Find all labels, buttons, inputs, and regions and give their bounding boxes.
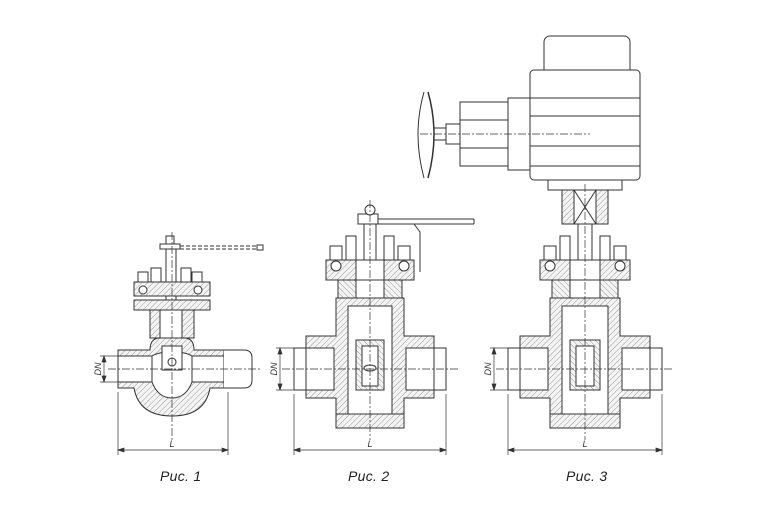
figure-caption-3: Рис. 3: [566, 468, 608, 484]
dimension-lines-1: [100, 354, 230, 455]
dim-diameter-label-2: DN: [269, 362, 279, 375]
dim-length-label-3: L: [582, 439, 587, 449]
handle-lever-2: [357, 204, 475, 272]
dim-diameter-label-1: DN: [93, 362, 103, 375]
dim-length-label-2: L: [367, 439, 372, 449]
dimension-lines-3: [490, 346, 664, 455]
figure-caption-1: Рис. 1: [160, 468, 202, 484]
dimension-lines-2: [276, 346, 448, 455]
valve-figure-3: [417, 35, 674, 455]
electric-actuator: [417, 35, 641, 191]
valve-figure-2: [276, 200, 475, 455]
valve-body-1: [117, 337, 225, 417]
dim-length-label-1: L: [169, 439, 174, 449]
handle-lever-1: [159, 235, 264, 251]
valve-figure-1: [100, 232, 264, 455]
dim-diameter-label-3: DN: [483, 362, 493, 375]
figure-caption-2: Рис. 2: [348, 468, 390, 484]
